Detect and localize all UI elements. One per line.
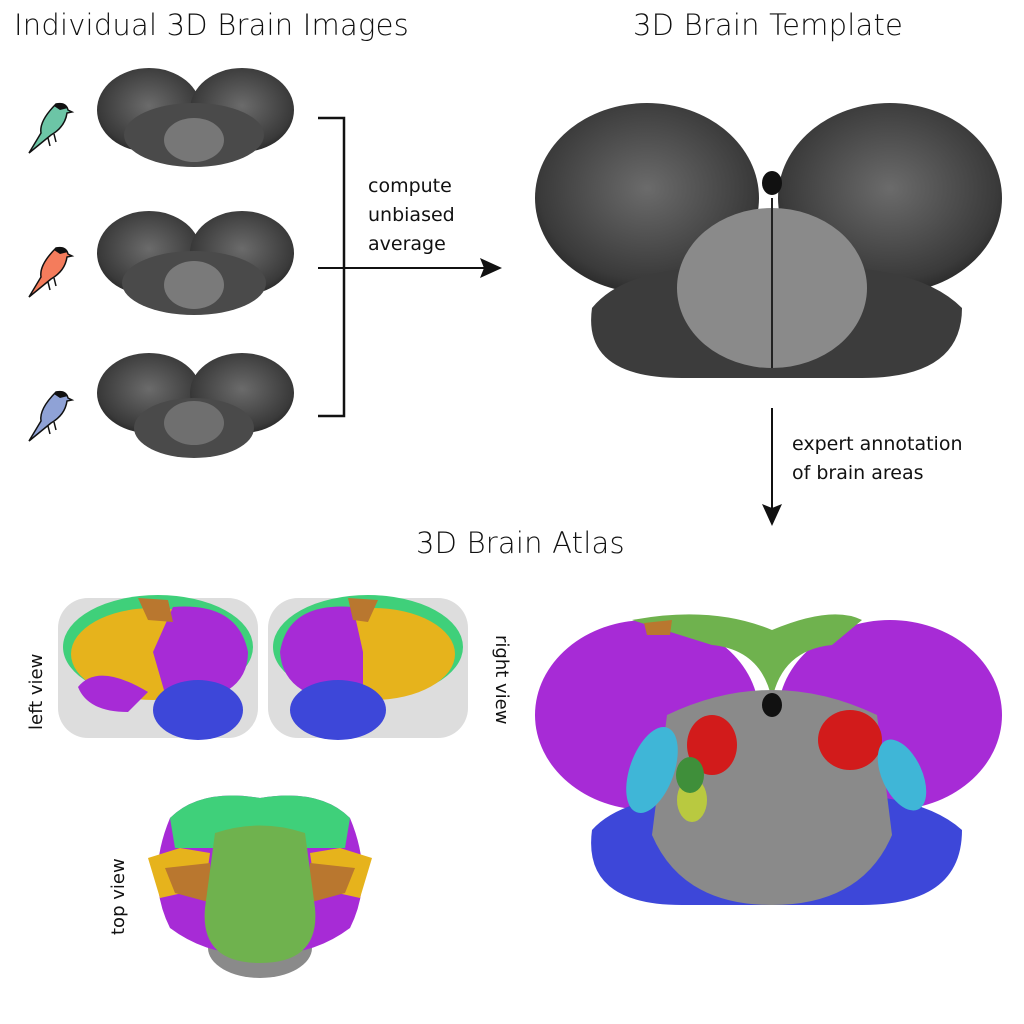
compute-average-label: compute unbiased average [368,172,455,259]
individual-brain-images [97,68,294,458]
bird-icon-green [28,102,75,154]
title-brain-template: 3D Brain Template [633,8,904,42]
atlas-side-views [58,595,468,740]
brain-slice-1 [97,68,294,167]
label-line: compute [368,175,452,197]
label-line: unbiased [368,204,455,226]
annotation-arrow [762,408,782,526]
right-view-render [268,595,468,740]
title-brain-atlas: 3D Brain Atlas [416,526,625,560]
atlas-top-view [148,795,372,978]
label-line: expert annotation [792,433,963,455]
label-line: of brain areas [792,462,924,484]
brain-slice-3 [97,353,294,458]
left-view-render [58,595,258,740]
bird-icon-orange [28,246,75,298]
right-view-label: right view [491,635,512,725]
left-view-label: left view [26,653,47,730]
bird-icon-blue [28,390,75,442]
annotated-atlas-slice [535,614,1002,905]
annotation-label: expert annotation of brain areas [792,430,963,488]
brain-slice-2 [97,211,294,315]
brain-template-image [535,103,1002,378]
top-view-label: top view [108,858,129,935]
title-individual-images: Individual 3D Brain Images [14,8,409,42]
label-line: average [368,233,446,255]
average-bracket-arrow [318,116,502,418]
